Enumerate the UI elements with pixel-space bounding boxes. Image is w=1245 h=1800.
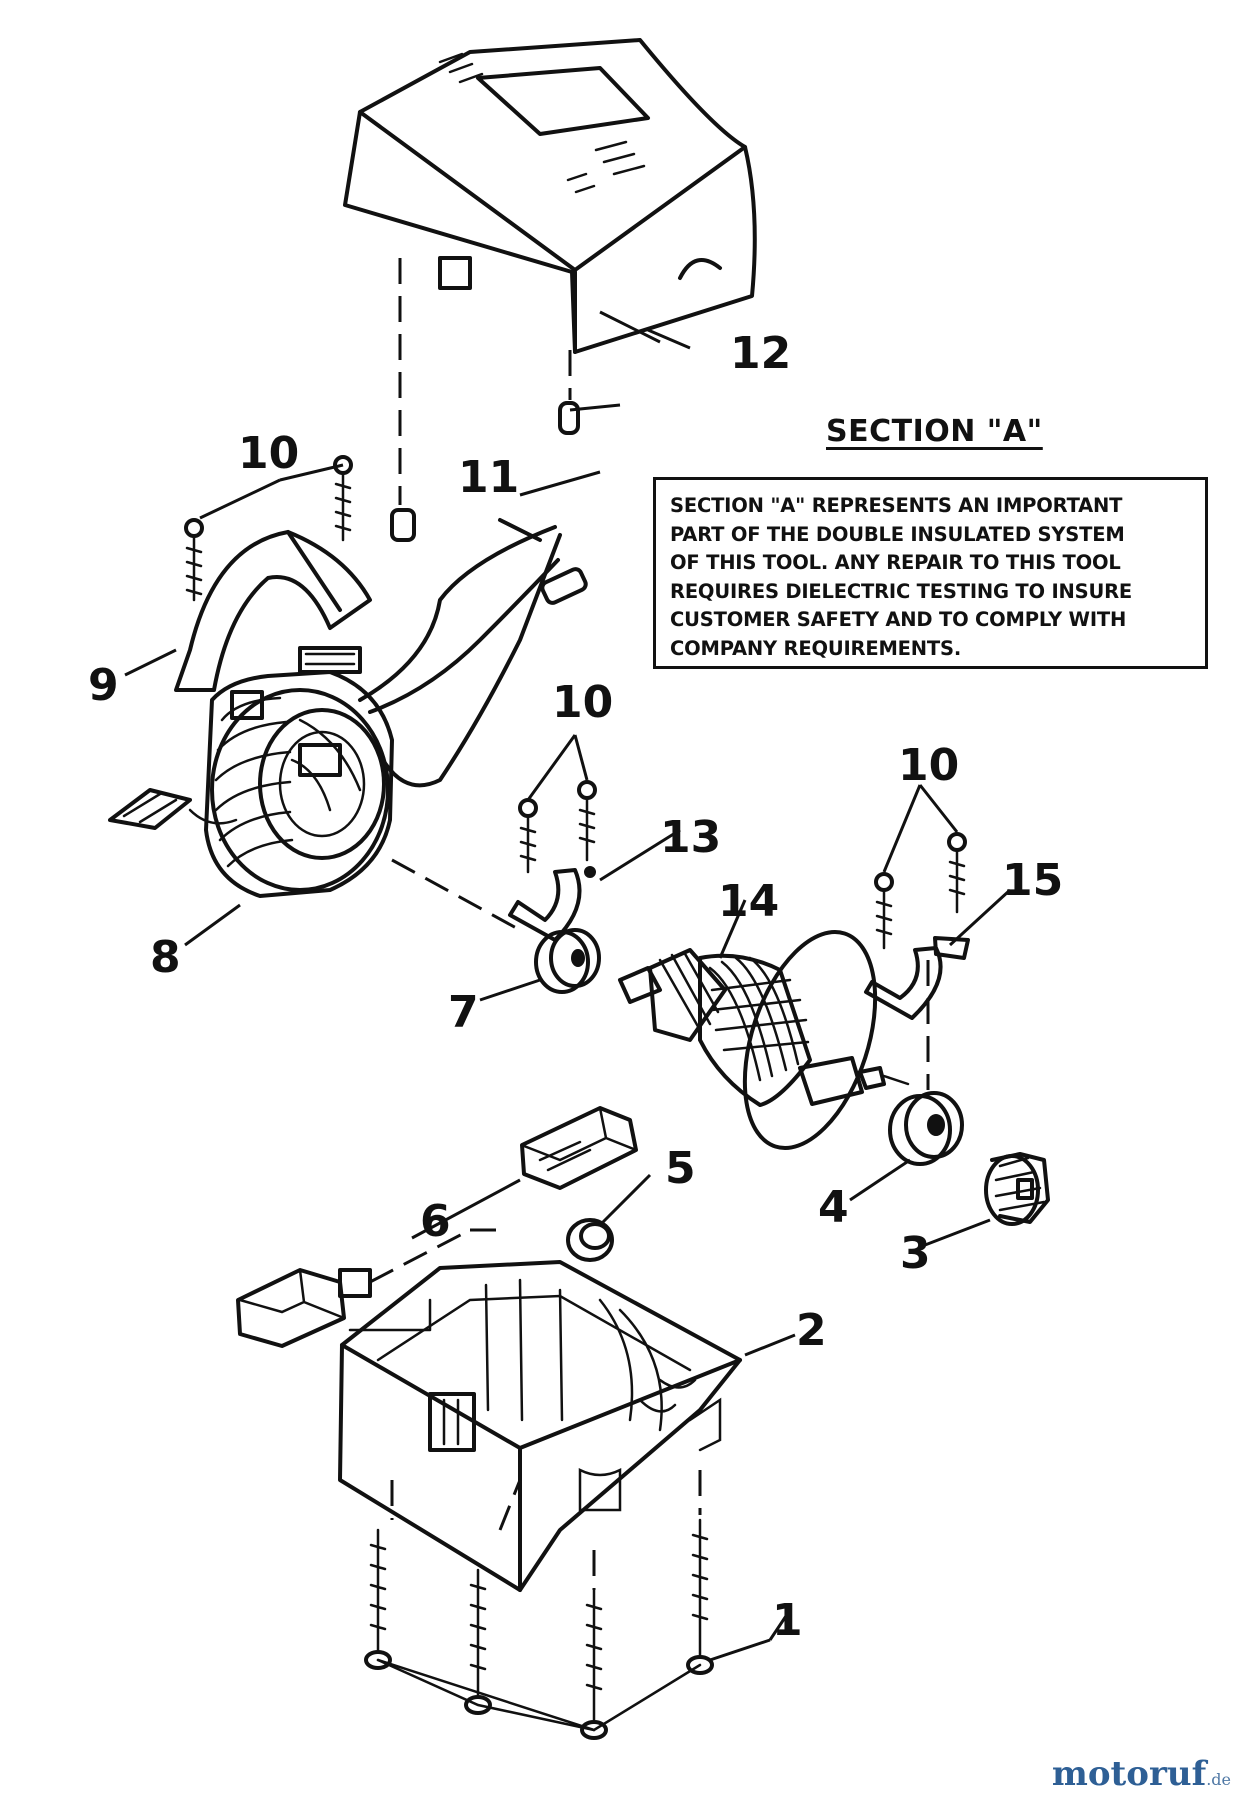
- part-screws-1: [364, 1518, 714, 1740]
- part-screws-10-top: [184, 455, 353, 602]
- callout-14: 14: [718, 876, 779, 927]
- motoruf-watermark: motoruf.de: [1052, 1754, 1231, 1794]
- part-bearing-7: [534, 928, 601, 994]
- part-bearing-4: [888, 1091, 964, 1166]
- callout-12: 12: [730, 328, 791, 379]
- callout-4: 4: [818, 1182, 849, 1233]
- callout-1: 1: [772, 1595, 803, 1646]
- part-field-stator-8: [108, 670, 394, 898]
- note-line: CUSTOMER SAFETY AND TO COMPLY WITH: [670, 608, 1127, 631]
- part-clamp-13: [508, 866, 596, 942]
- callout-11: 11: [458, 452, 519, 503]
- callout-2: 2: [796, 1305, 827, 1356]
- watermark-brand: motoruf: [1051, 1754, 1207, 1794]
- callout-numbers: 1 2 3 4 5 6 7 8 9 10 11 12 13 14 15 10 1…: [88, 328, 1063, 1646]
- part-bracket-9: [174, 530, 372, 692]
- cover-latch-icon: [438, 256, 472, 290]
- note-line: OF THIS TOOL. ANY REPAIR TO THIS TOOL: [670, 551, 1121, 574]
- callout-6: 6: [420, 1196, 451, 1247]
- note-line: REQUIRES DIELECTRIC TESTING TO INSURE: [670, 579, 1133, 603]
- section-a-note: SECTION "A" REPRESENTS AN IMPORTANT PART…: [653, 477, 1208, 669]
- note-line: SECTION "A" REPRESENTS AN IMPORTANT: [670, 494, 1123, 517]
- callout-10-top: 10: [238, 428, 299, 479]
- part-motor-cover: [343, 38, 757, 354]
- callout-10-middle: 10: [552, 677, 613, 728]
- part-connectors-6: [236, 1106, 638, 1348]
- callout-5: 5: [665, 1143, 696, 1194]
- callout-15: 15: [1002, 855, 1063, 906]
- leader-lines: [124, 310, 1012, 1662]
- part-nut-11: [390, 401, 580, 542]
- note-line: COMPANY REQUIREMENTS.: [670, 636, 962, 660]
- part-gear-3: [984, 1152, 1050, 1226]
- callout-10-right: 10: [898, 740, 959, 791]
- callout-3: 3: [900, 1228, 931, 1279]
- callout-7: 7: [448, 987, 479, 1038]
- section-a-title: SECTION "A": [826, 414, 1043, 449]
- callout-9: 9: [88, 660, 119, 711]
- part-housing-2: [338, 1260, 742, 1592]
- callout-13: 13: [660, 812, 721, 863]
- part-clamp-15: [864, 936, 970, 1020]
- note-line: PART OF THE DOUBLE INSULATED SYSTEM: [670, 522, 1125, 546]
- assembly-lines: [376, 258, 930, 1732]
- callout-8: 8: [150, 932, 181, 983]
- part-grommet-5: [566, 1218, 614, 1262]
- part-wires: [358, 518, 588, 788]
- watermark-suffix: .de: [1206, 1770, 1231, 1789]
- part-armature-14: [618, 929, 910, 1151]
